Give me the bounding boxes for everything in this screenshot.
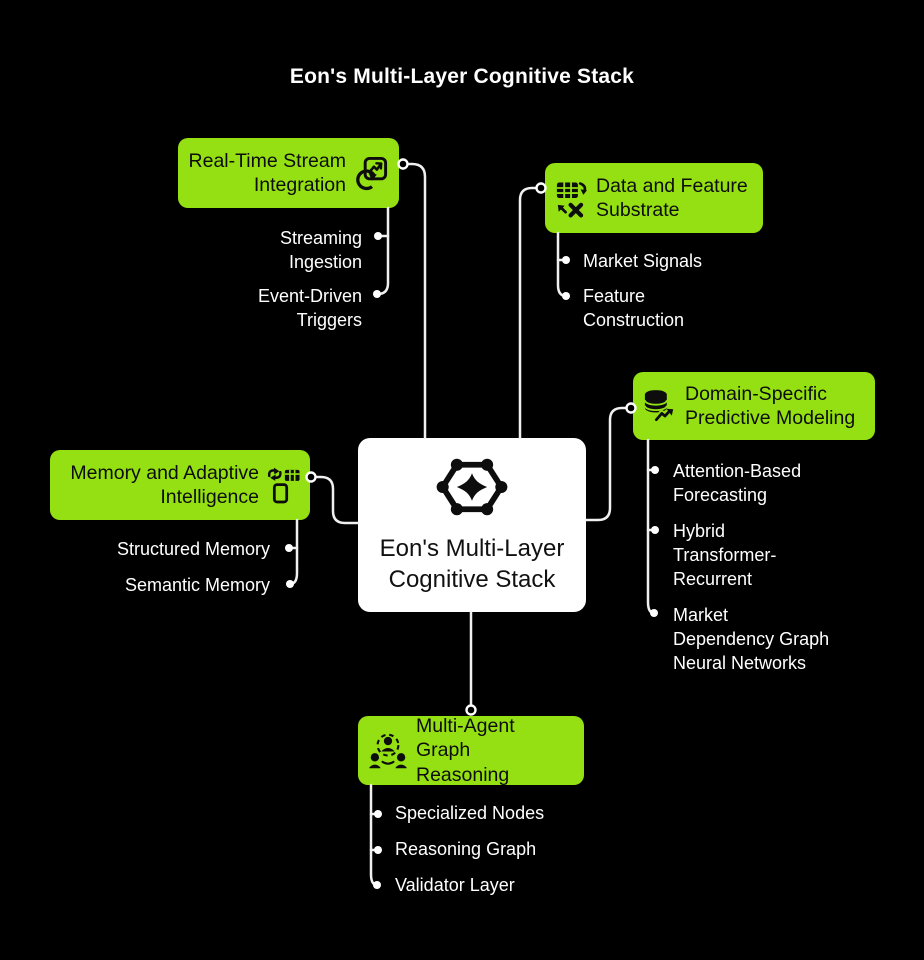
bullet-dot [650, 609, 658, 617]
child-specialized-nodes: Specialized Nodes [395, 803, 545, 823]
center-label: Eon's Multi-Layer Cognitive Stack [379, 535, 565, 593]
page-title: Eon's Multi-Layer Cognitive Stack [289, 65, 635, 88]
bullet-dot [374, 232, 382, 240]
bullet-dot [374, 846, 382, 854]
bullet-dot [373, 881, 381, 889]
child-market-signals: Market Signals [583, 251, 703, 271]
child-structured-memory: Structured Memory [116, 539, 270, 559]
bullet-dot [651, 466, 659, 474]
branch-label: Multi-Agent Graph Reasoning [416, 714, 515, 786]
center-node: Eon's Multi-Layer Cognitive Stack [358, 438, 586, 612]
child-reasoning-graph: Reasoning Graph [395, 839, 537, 859]
wire-center-to-right [584, 406, 629, 522]
table-transform-icon [556, 178, 587, 219]
database-chart-icon [644, 388, 675, 425]
child-streaming-ingestion: Streaming Ingestion [279, 228, 362, 272]
child-attention-based-forecasting: Attention-Based Forecasting [673, 461, 802, 505]
child-event-driven-triggers: Event-Driven Triggers [257, 286, 362, 330]
wire-top-right-children [556, 231, 568, 298]
bullet-dot [562, 292, 570, 300]
hexagon-network-icon [436, 455, 508, 519]
wire-left-children [288, 518, 299, 586]
child-semantic-memory: Semantic Memory [124, 575, 270, 595]
bullet-dot [562, 256, 570, 264]
bullet-dot [285, 544, 293, 552]
branch-label: Real-Time Stream Integration [188, 149, 346, 197]
branch-label: Data and Feature Substrate [596, 174, 748, 222]
branch-real-time-stream-integration: Real-Time Stream Integration [178, 138, 399, 208]
bullet-dot [651, 526, 659, 534]
child-feature-construction: Feature Construction [583, 286, 685, 330]
wire-top-left-children [376, 206, 390, 296]
branch-memory-and-adaptive-intelligence: Memory and Adaptive Intelligence [50, 450, 310, 520]
branch-label: Domain-Specific Predictive Modeling [685, 382, 856, 430]
anchor-ring [397, 158, 409, 170]
branch-domain-specific-predictive-modeling: Domain-Specific Predictive Modeling [633, 372, 875, 440]
bullet-dot [286, 580, 294, 588]
bullet-dot [373, 290, 381, 298]
branch-multi-agent-graph-reasoning: Multi-Agent Graph Reasoning [358, 714, 584, 786]
child-validator-layer: Validator Layer [395, 875, 515, 895]
child-hybrid-transformer-recurrent: Hybrid Transformer- Recurrent [673, 521, 777, 589]
branch-label: Memory and Adaptive Intelligence [70, 461, 259, 509]
wire-bottom-children [369, 783, 379, 887]
multi-agent-icon [369, 732, 407, 770]
child-market-dependency-graph-neural-networks: Market Dependency Graph Neural Networks [673, 605, 830, 673]
wire-right-children [646, 438, 656, 615]
device-sync-icon [267, 467, 300, 504]
bullet-dot [374, 810, 382, 818]
wire-top-right-to-center [518, 186, 542, 440]
wire-top-left-to-center [402, 162, 427, 440]
branch-data-and-feature-substrate: Data and Feature Substrate [545, 163, 763, 233]
wire-left-to-center [313, 475, 360, 525]
stream-sync-icon [354, 156, 389, 191]
